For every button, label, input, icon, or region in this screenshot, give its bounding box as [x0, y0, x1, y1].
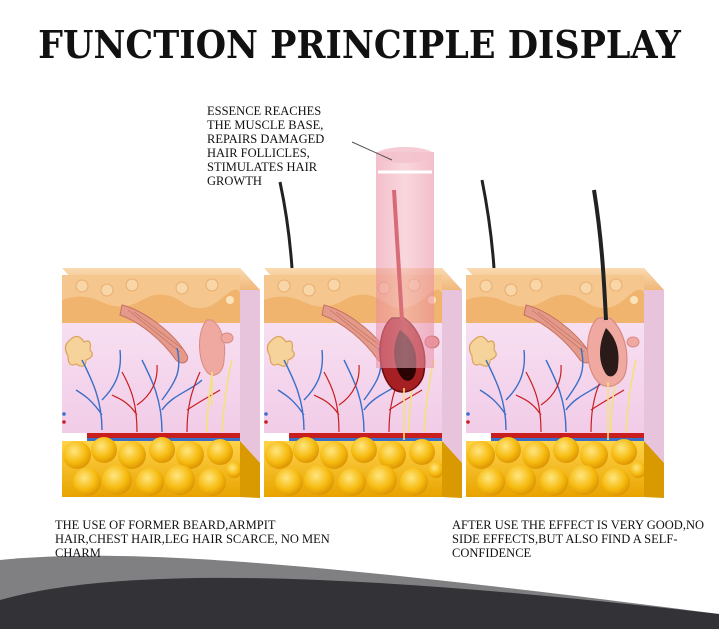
bottom-wave-decoration	[0, 555, 719, 629]
before-caption: THE USE OF FORMER BEARD,ARMPIT HAIR,CHES…	[55, 518, 330, 560]
skin-block-after	[465, 179, 665, 499]
page-title: FUNCTION PRINCIPLE DISPLAY	[38, 22, 681, 67]
essence-note: ESSENCE REACHES THE MUSCLE BASE, REPAIRS…	[207, 104, 325, 188]
laser-beam	[376, 147, 434, 368]
note-pointer-line	[351, 141, 393, 161]
skin-block-before	[61, 267, 261, 499]
after-caption: AFTER USE THE EFFECT IS VERY GOOD,NO SID…	[452, 518, 704, 560]
